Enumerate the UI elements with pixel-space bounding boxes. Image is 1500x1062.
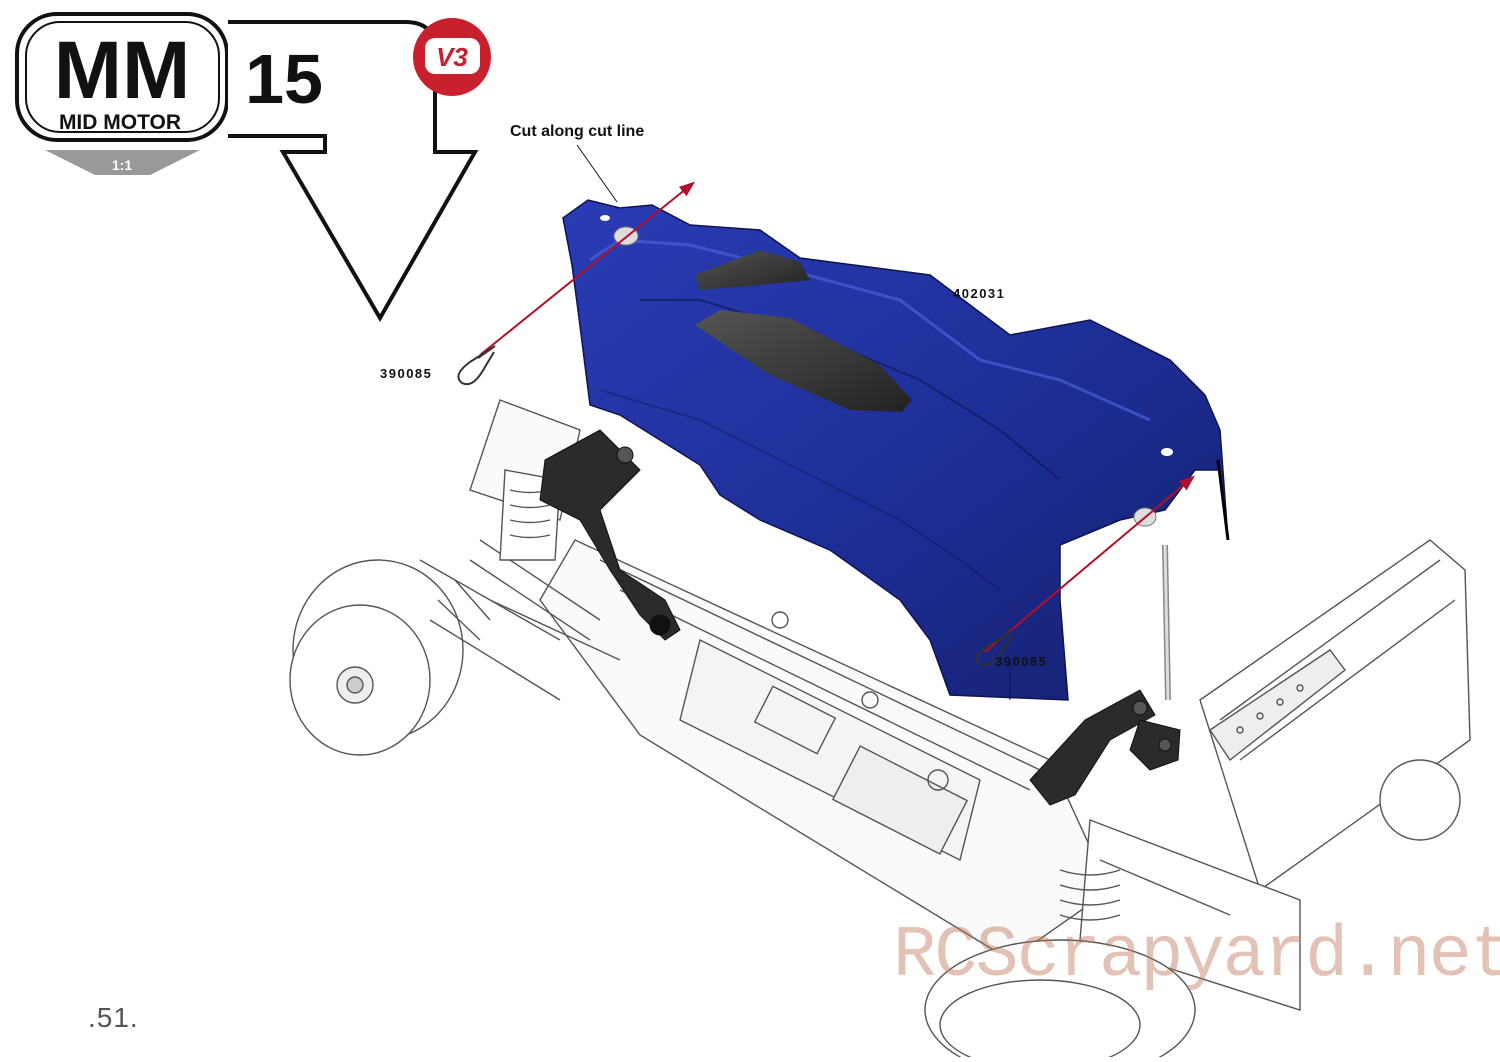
logo-sub: MID MOTOR (59, 111, 181, 134)
page-number: .51. (88, 1002, 139, 1033)
scale-label: 1:1 (112, 157, 132, 173)
version-badge: V3 (413, 18, 491, 96)
clip-part-number-left: 390085 (380, 366, 432, 381)
logo-main: MM (54, 25, 191, 116)
cut-instruction: Cut along cut line (510, 123, 644, 140)
body-mounts (539, 429, 1181, 806)
body-clip-right (975, 629, 1014, 666)
callout-lines (479, 144, 1196, 653)
chassis-drawing (289, 399, 1471, 1062)
body-clip-left (457, 345, 496, 386)
body-part-number: 402031 (953, 286, 1005, 301)
body-shell (562, 199, 1230, 701)
mm-logo: MM MID MOTOR 1:1 (15, 12, 229, 175)
version-badge-label: V3 (436, 42, 468, 72)
step-number: 15 (245, 40, 323, 118)
watermark: RCScrapyard.net (893, 915, 1500, 997)
clip-part-number-right: 390085 (995, 654, 1047, 669)
